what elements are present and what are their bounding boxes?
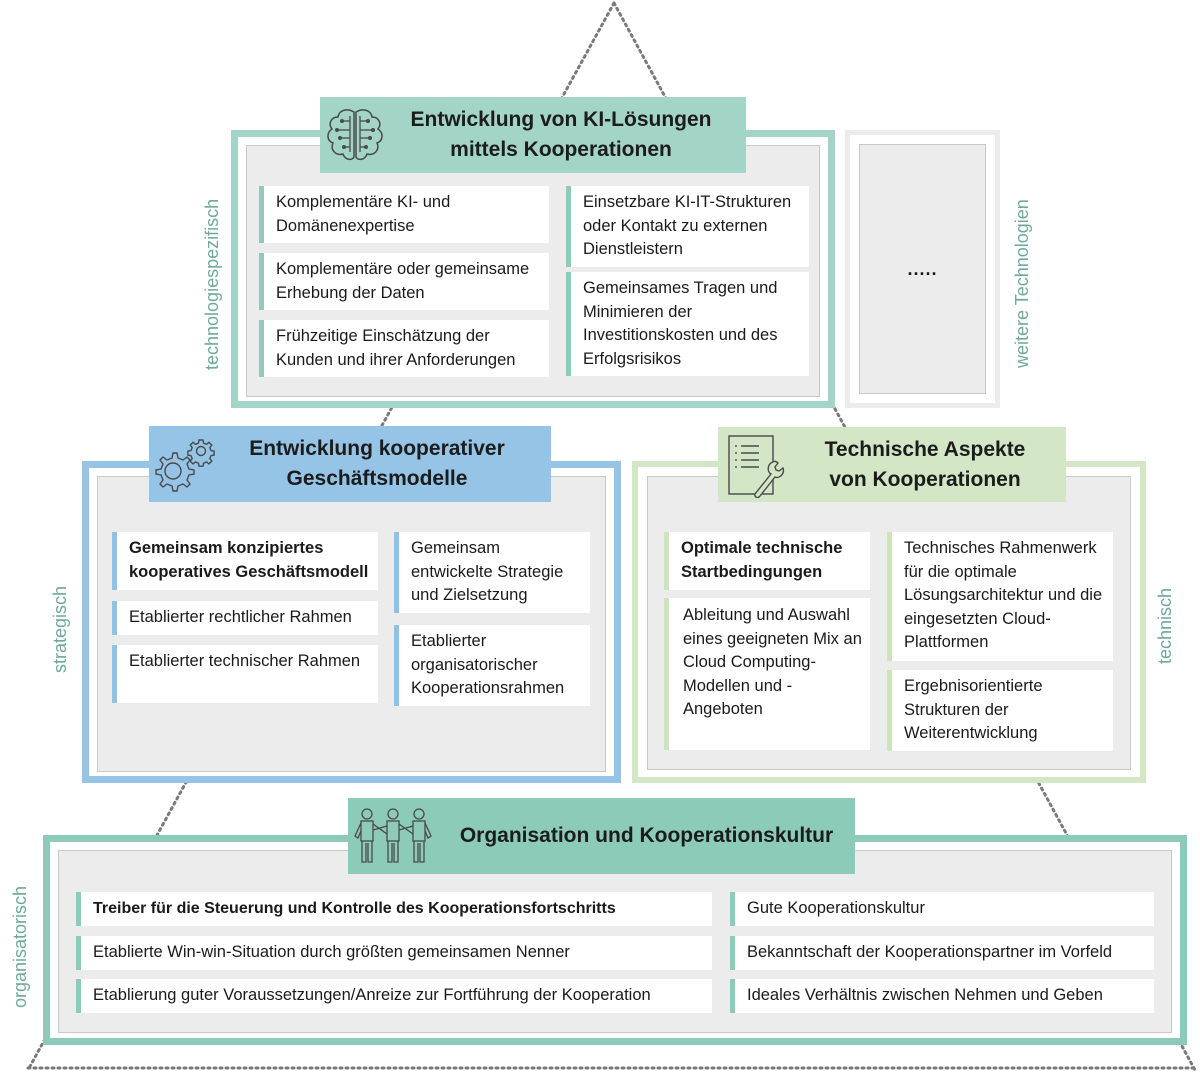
ki-item: Komplementäre oder gemeinsame Erhebung d… [259,253,549,310]
ki-item: Einsetzbare KI-IT-Strukturen oder Kontak… [566,186,809,267]
organisation-item: Gute Kooperationskultur [730,892,1154,926]
ki-section-title-line1: Entwicklung von KI-Lösungen [410,108,712,131]
organisation-title: Organisation und Kooperationskultur [459,824,834,847]
technical-item: Ableitung und Auswahl eines geeigneten M… [664,598,870,750]
gears-icon [149,429,219,499]
business-item: Gemeinsam konzipiertes kooperatives Gesc… [112,532,378,590]
organisation-item: Etablierung guter Voraussetzungen/Anreiz… [76,979,712,1013]
organisation-item: Bekanntschaft der Kooperationspartner im… [730,936,1154,970]
business-item: Gemeinsam entwickelte Strategie und Ziel… [394,532,590,613]
ki-section-title-line2: mittels Kooperationen [450,138,672,161]
ki-item: Komplementäre KI- und Domänenexpertise [259,186,549,243]
organisation-header: Organisation und Kooperationskultur [348,798,855,874]
business-item: Etablierter technischer Rahmen [112,645,378,703]
side-label-technologiespezifisch: technologiespezifisch [202,198,222,370]
business-item: Etablierter organisatorischer Kooperatio… [394,625,590,706]
ki-item: Frühzeitige Einschätzung der Kunden und … [259,320,549,377]
technical-item: Optimale technische Startbedingungen [664,532,870,590]
technical-item: Technisches Rahmenwerk für die optimale … [887,532,1113,661]
organisation-item: Ideales Verhältnis zwischen Nehmen und G… [730,979,1154,1013]
side-label-weitere-technologien: weitere Technologien [1012,199,1032,368]
side-label-technisch: technisch [1155,587,1175,664]
side-label-strategisch: strategisch [50,585,70,673]
checklist-wrench-icon [718,430,798,500]
technical-title-line1: Technische Aspekte [824,437,1026,461]
business-model-header: Entwicklung kooperativer Geschäftsmodell… [149,426,551,502]
organisation-item: Etablierte Win-win-Situation durch größt… [76,936,712,970]
placeholder-ellipsis: ..... [907,258,938,279]
business-item: Etablierter rechtlicher Rahmen [112,601,378,635]
other-technologies-section: ..... [845,130,1000,408]
side-label-organisatorisch: organisatorisch [10,885,30,1008]
ki-item: Gemeinsames Tragen und Minimieren der In… [566,272,809,376]
organisation-item: Treiber für die Steuerung und Kontrolle … [76,892,712,926]
technical-title-line2: von Kooperationen [829,467,1021,491]
business-model-title-line1: Entwicklung kooperativer [249,437,505,460]
other-technologies-panel: ..... [856,141,989,397]
people-group-icon [348,801,438,871]
business-model-title-line2: Geschäftsmodelle [286,467,468,490]
technical-item: Ergebnisorientierte Strukturen der Weite… [887,670,1113,751]
brain-circuit-icon [320,100,390,170]
ki-section-header: Entwicklung von KI-Lösungen mittels Koop… [320,97,746,173]
technical-header: Technische Aspekte von Kooperationen [718,427,1066,502]
